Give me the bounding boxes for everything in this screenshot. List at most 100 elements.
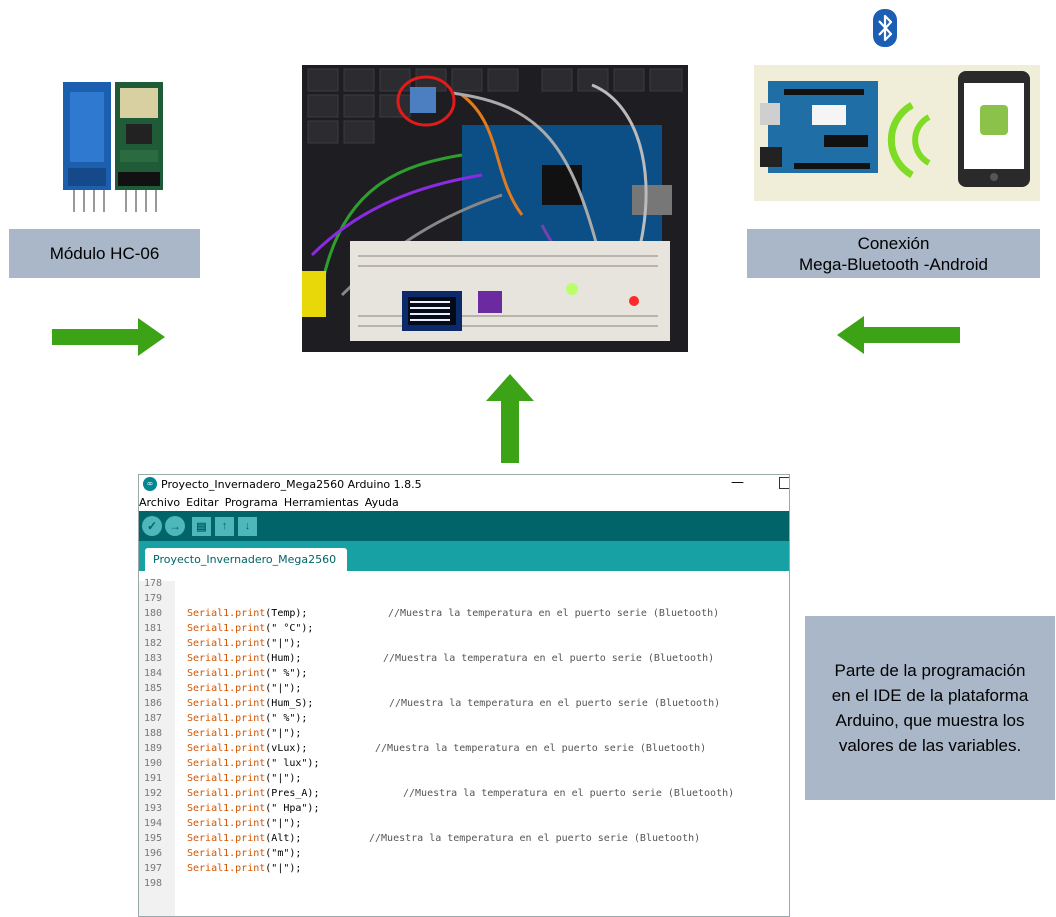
code-statement: Serial1.print(Hum); (187, 651, 301, 666)
connection-label-line2: Mega-Bluetooth -Android (798, 254, 988, 274)
code-argument: (Hum); (265, 653, 302, 664)
code-comment: //Muestra la temperatura en el puerto se… (389, 698, 721, 709)
code-argument: ("|"); (265, 728, 302, 739)
arrow-left-icon (837, 316, 960, 354)
code-argument: (Pres_A); (265, 788, 320, 799)
programming-note: Parte de la programación en el IDE de la… (805, 616, 1055, 800)
code-comment: //Muestra la temperatura en el puerto se… (403, 788, 735, 799)
code-call: Serial1.print (187, 773, 266, 784)
line-number: 185 (144, 683, 163, 694)
code-call: Serial1.print (187, 743, 266, 754)
code-call: Serial1.print (187, 698, 266, 709)
code-call: Serial1.print (187, 713, 266, 724)
code-statement: Serial1.print(" °C"); (187, 621, 313, 636)
menu-herramientas[interactable]: Herramientas (283, 495, 359, 509)
line-number: 191 (144, 773, 163, 784)
code-call: Serial1.print (187, 788, 266, 799)
code-call: Serial1.print (187, 638, 266, 649)
line-number: 193 (144, 803, 163, 814)
code-call: Serial1.print (187, 863, 266, 874)
verify-button[interactable]: ✓ (142, 516, 162, 536)
hc06-label: Módulo HC-06 (9, 229, 200, 278)
ide-menubar: Archivo Editar Programa Herramientas Ayu… (139, 493, 789, 511)
tab-sketch[interactable]: Proyecto_Invernadero_Mega2560 (145, 548, 347, 571)
bluetooth-icon (873, 9, 897, 47)
code-call: Serial1.print (187, 668, 266, 679)
code-line: 182 Serial1.print("|"); (139, 636, 789, 651)
code-statement: Serial1.print("|"); (187, 681, 301, 696)
code-argument: (vLux); (265, 743, 308, 754)
code-line: 179 (139, 591, 789, 606)
connection-label-line1: Conexión (857, 233, 930, 253)
code-call: Serial1.print (187, 758, 266, 769)
code-call: Serial1.print (187, 848, 266, 859)
code-argument: (" lux"); (265, 758, 320, 769)
code-call: Serial1.print (187, 803, 266, 814)
open-file-button[interactable]: ↑ (215, 516, 234, 536)
code-statement: Serial1.print(Pres_A); (187, 786, 319, 801)
code-statement: Serial1.print("|"); (187, 861, 301, 876)
arduino-android-image (754, 65, 1040, 201)
line-number: 195 (144, 833, 163, 844)
code-comment: //Muestra la temperatura en el puerto se… (388, 608, 720, 619)
code-argument: ("|"); (265, 638, 302, 649)
code-statement: Serial1.print("|"); (187, 771, 301, 786)
line-number: 179 (144, 593, 163, 604)
code-argument: ("|"); (265, 683, 302, 694)
line-number: 190 (144, 758, 163, 769)
menu-editar[interactable]: Editar (186, 495, 219, 509)
code-argument: ("|"); (265, 863, 302, 874)
code-argument: ("|"); (265, 773, 302, 784)
code-statement: Serial1.print("|"); (187, 726, 301, 741)
menu-programa[interactable]: Programa (224, 495, 278, 509)
line-number: 187 (144, 713, 163, 724)
minimize-button[interactable]: — (731, 475, 744, 490)
code-statement: Serial1.print(" lux"); (187, 756, 319, 771)
menu-ayuda[interactable]: Ayuda (364, 495, 399, 509)
code-argument: (" %"); (265, 713, 308, 724)
code-statement: Serial1.print(Temp); (187, 606, 307, 621)
save-file-button[interactable]: ↓ (238, 516, 257, 536)
code-line: 187 Serial1.print(" %"); (139, 711, 789, 726)
arrow-up-icon (486, 374, 534, 463)
code-call: Serial1.print (187, 728, 266, 739)
code-argument: (" Hpa"); (265, 803, 320, 814)
line-number: 189 (144, 743, 163, 754)
code-statement: Serial1.print(" %"); (187, 711, 307, 726)
upload-button[interactable]: → (165, 516, 185, 536)
line-number: 194 (144, 818, 163, 829)
ide-title: Proyecto_Invernadero_Mega2560 Arduino 1.… (161, 477, 422, 491)
ide-toolbar: ✓ → ▤ ↑ ↓ (139, 511, 789, 541)
code-statement: Serial1.print(Hum_S); (187, 696, 313, 711)
code-statement: Serial1.print(Alt); (187, 831, 301, 846)
new-file-button[interactable]: ▤ (192, 516, 211, 536)
code-statement: Serial1.print("m"); (187, 846, 301, 861)
arduino-logo-icon: ∞ (143, 477, 157, 491)
ide-tabbar: Proyecto_Invernadero_Mega2560 (139, 541, 789, 571)
code-argument: (Alt); (265, 833, 302, 844)
code-argument: ("|"); (265, 818, 302, 829)
code-line: 191 Serial1.print("|"); (139, 771, 789, 786)
code-line: 198 (139, 876, 789, 891)
code-call: Serial1.print (187, 608, 266, 619)
code-argument: (Temp); (265, 608, 308, 619)
line-number: 198 (144, 878, 163, 889)
menu-archivo[interactable]: Archivo (139, 495, 181, 509)
code-statement: Serial1.print("|"); (187, 816, 301, 831)
code-call: Serial1.print (187, 683, 266, 694)
line-number: 182 (144, 638, 163, 649)
maximize-button[interactable] (779, 477, 789, 489)
ide-titlebar: ∞ Proyecto_Invernadero_Mega2560 Arduino … (139, 475, 789, 493)
code-comment: //Muestra la temperatura en el puerto se… (383, 653, 715, 664)
code-line: 194 Serial1.print("|"); (139, 816, 789, 831)
code-statement: Serial1.print(" %"); (187, 666, 307, 681)
code-call: Serial1.print (187, 623, 266, 634)
